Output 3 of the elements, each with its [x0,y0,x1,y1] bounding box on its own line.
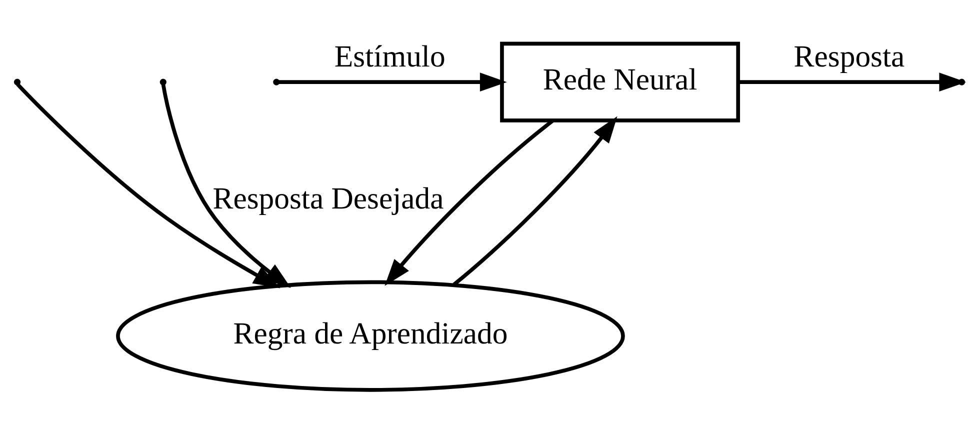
edge-label: Resposta [794,39,905,74]
edge-label: Estímulo [334,39,446,74]
edge-label: Resposta Desejada [212,181,444,216]
